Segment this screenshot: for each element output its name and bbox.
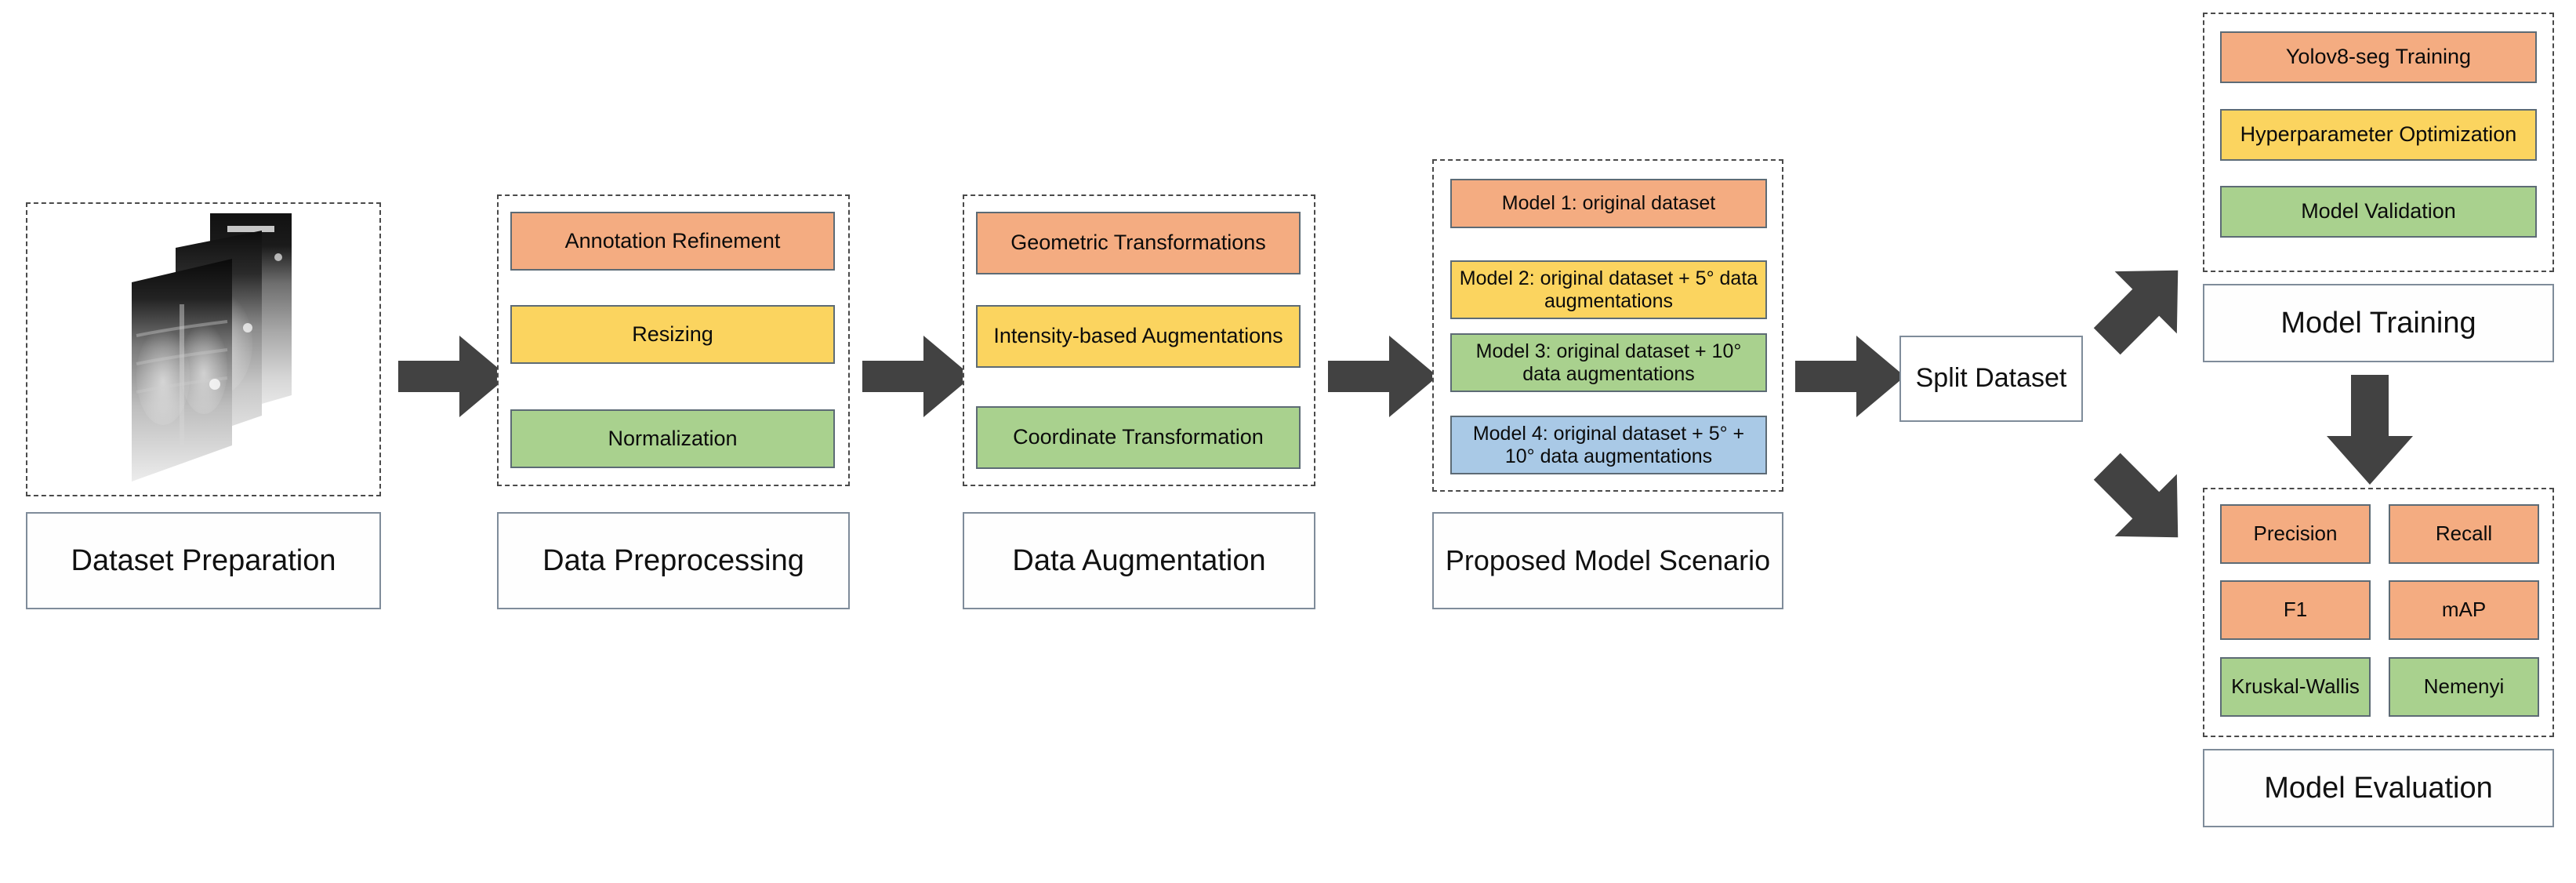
- model-evaluation-label: Model Evaluation: [2264, 771, 2493, 805]
- arrow-split-to-training: [2088, 251, 2197, 361]
- training-item-model-validation[interactable]: Model Validation: [2220, 186, 2537, 238]
- model-training-label: Model Training: [2280, 306, 2476, 340]
- augmentation-item-coordinate-transformation[interactable]: Coordinate Transformation: [976, 406, 1301, 469]
- data-preprocessing-caption: Data Preprocessing: [497, 512, 850, 609]
- split-dataset-label: Split Dataset: [1915, 363, 2067, 394]
- evaluation-item-recall[interactable]: Recall: [2389, 504, 2539, 564]
- evaluation-item-label: F1: [2283, 598, 2308, 622]
- training-item-label: Hyperparameter Optimization: [2240, 122, 2517, 147]
- evaluation-item-label: Recall: [2435, 521, 2493, 546]
- training-item-label: Model Validation: [2301, 199, 2456, 223]
- arrow-scenario-to-split: [1795, 336, 1905, 417]
- augmentation-item-geometric-transformations[interactable]: Geometric Transformations: [976, 212, 1301, 274]
- dataset-preparation-label: Dataset Preparation: [71, 543, 336, 577]
- evaluation-item-label: Kruskal-Wallis: [2231, 674, 2360, 699]
- data-augmentation-caption: Data Augmentation: [963, 512, 1315, 609]
- scenario-item-label: Model 3: original dataset + 10° data aug…: [1475, 340, 1742, 385]
- data-augmentation-label: Data Augmentation: [1012, 543, 1266, 577]
- arrow-preprocessing-to-augmentation: [862, 336, 972, 417]
- preprocessing-item-label: Normalization: [608, 426, 738, 450]
- scenario-item-model-2[interactable]: Model 2: original dataset + 5° data augm…: [1450, 260, 1767, 319]
- proposed-model-scenario-caption: Proposed Model Scenario: [1432, 512, 1783, 609]
- augmentation-item-label: Intensity-based Augmentations: [993, 324, 1283, 348]
- scenario-item-label: Model 1: original dataset: [1501, 192, 1716, 215]
- dataset-preparation-caption: Dataset Preparation: [26, 512, 381, 609]
- evaluation-item-label: Nemenyi: [2423, 674, 2505, 699]
- evaluation-item-map[interactable]: mAP: [2389, 580, 2539, 640]
- evaluation-item-label: Precision: [2253, 521, 2338, 546]
- scenario-item-model-4[interactable]: Model 4: original dataset + 5° + 10° dat…: [1450, 416, 1767, 474]
- training-item-label: Yolov8-seg Training: [2285, 45, 2472, 69]
- xray-image-stack-icon: [118, 210, 298, 485]
- scenario-item-label: Model 4: original dataset + 5° + 10° dat…: [1472, 422, 1745, 467]
- evaluation-item-kruskal-wallis[interactable]: Kruskal-Wallis: [2220, 657, 2371, 717]
- evaluation-item-precision[interactable]: Precision: [2220, 504, 2371, 564]
- scenario-item-model-3[interactable]: Model 3: original dataset + 10° data aug…: [1450, 333, 1767, 392]
- evaluation-item-nemenyi[interactable]: Nemenyi: [2389, 657, 2539, 717]
- model-evaluation-caption: Model Evaluation: [2203, 749, 2554, 827]
- preprocessing-item-resizing[interactable]: Resizing: [510, 305, 835, 364]
- training-item-hyperparameter-optimization[interactable]: Hyperparameter Optimization: [2220, 109, 2537, 161]
- arrow-split-to-evaluation: [2088, 447, 2197, 557]
- augmentation-item-intensity-based-augmentations[interactable]: Intensity-based Augmentations: [976, 305, 1301, 368]
- scenario-item-label: Model 2: original dataset + 5° data augm…: [1459, 267, 1758, 312]
- model-training-caption: Model Training: [2203, 284, 2554, 362]
- proposed-model-scenario-label: Proposed Model Scenario: [1445, 543, 1771, 576]
- scenario-item-model-1[interactable]: Model 1: original dataset: [1450, 179, 1767, 228]
- evaluation-item-label: mAP: [2441, 598, 2487, 622]
- preprocessing-item-annotation-refinement[interactable]: Annotation Refinement: [510, 212, 835, 271]
- preprocessing-item-label: Resizing: [632, 322, 713, 346]
- data-preprocessing-label: Data Preprocessing: [542, 543, 804, 577]
- evaluation-item-f1[interactable]: F1: [2220, 580, 2371, 640]
- arrow-prep-to-preprocessing: [398, 336, 508, 417]
- training-item-yolov8-seg-training[interactable]: Yolov8-seg Training: [2220, 31, 2537, 83]
- preprocessing-item-normalization[interactable]: Normalization: [510, 409, 835, 468]
- augmentation-item-label: Coordinate Transformation: [1013, 425, 1264, 449]
- augmentation-item-label: Geometric Transformations: [1010, 231, 1266, 255]
- arrow-training-to-evaluation: [2327, 375, 2413, 485]
- arrow-augmentation-to-scenario: [1328, 336, 1438, 417]
- split-dataset-box[interactable]: Split Dataset: [1899, 336, 2083, 422]
- preprocessing-item-label: Annotation Refinement: [564, 228, 781, 253]
